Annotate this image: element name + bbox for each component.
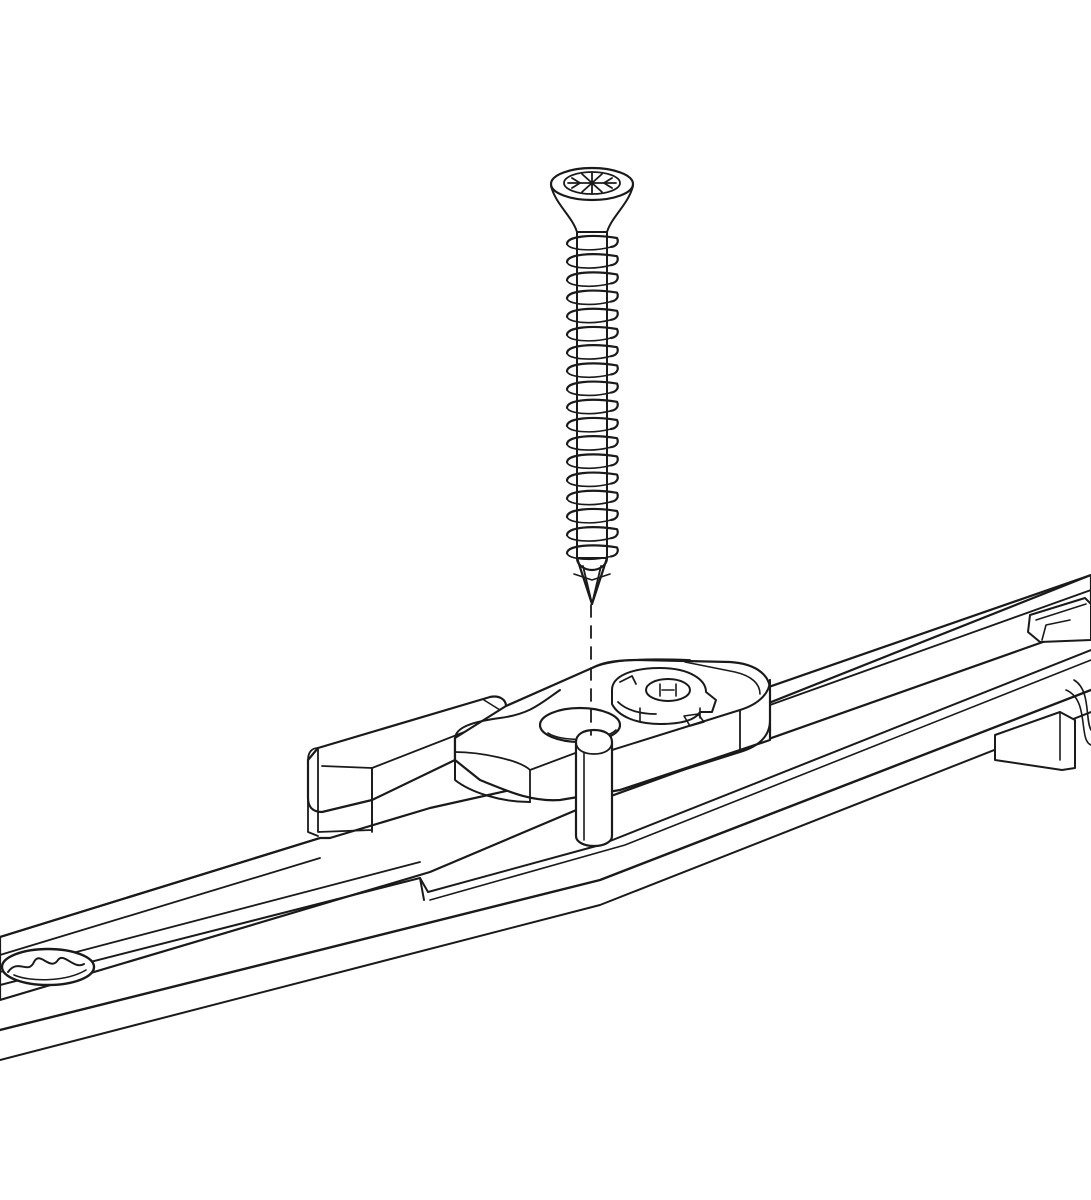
rail-screw-hole: [0, 947, 96, 987]
faceplate-rail: [0, 573, 1091, 1061]
screw-thread-turn: [565, 289, 619, 303]
screw-thread-turn: [565, 362, 619, 376]
rail-top-edge-right: [758, 573, 1091, 692]
screw-thread-underside: [566, 297, 612, 306]
screw-thread-turn: [565, 344, 619, 358]
screw-thread-underside: [566, 370, 612, 379]
screw-thread-underside: [566, 407, 612, 415]
rail-step-vertical: [419, 877, 425, 901]
screw-thread-underside: [566, 479, 612, 488]
screw-thread-underside: [566, 425, 612, 433]
screw-thread-underside: [566, 334, 612, 342]
screw-thread-turn: [565, 380, 619, 394]
keep-post: [574, 728, 614, 848]
rail-top-edge: [0, 836, 322, 939]
rail-step: [0, 649, 1091, 986]
rail-groove: [429, 659, 1091, 901]
eccentric-cam: [611, 667, 717, 727]
screw-thread-turn: [565, 507, 619, 522]
screw-thread-underside: [566, 498, 612, 506]
rail-inner-line-upper: [0, 857, 321, 956]
pozidriv-recess-icon: [563, 171, 621, 195]
screw-thread-turn: [565, 435, 619, 449]
screw-thread-underside: [566, 243, 612, 251]
screw-threads: [565, 234, 619, 561]
rail-bottom-edge: [0, 688, 1091, 1032]
screw-thread-turn: [565, 234, 619, 249]
screw-thread-turn: [565, 471, 619, 485]
screw-thread-underside: [566, 316, 612, 324]
screw-thread-turn: [565, 271, 619, 285]
screw-thread-turn: [565, 307, 619, 321]
locking-keep: [306, 658, 772, 848]
screw-thread-underside: [566, 279, 612, 288]
rail-bracket: [994, 679, 1091, 771]
screw-thread-underside: [566, 352, 612, 360]
rail-bottom-edge-2: [0, 711, 1091, 1061]
screw-thread-turn: [565, 253, 619, 267]
screw-thread-turn: [565, 453, 619, 467]
screw-thread-turn: [565, 325, 619, 340]
screw-thread-underside: [566, 461, 612, 470]
screw-thread-turn: [565, 526, 619, 540]
screw-thread-turn: [565, 398, 619, 412]
screw-thread-underside: [566, 534, 612, 542]
screw-tip: [575, 556, 609, 606]
screw-thread-turn: [565, 416, 619, 431]
screw-thread-underside: [566, 388, 612, 397]
wood-screw: [549, 166, 635, 606]
screw-thread-underside: [566, 261, 612, 269]
screw-thread-underside: [566, 516, 612, 524]
rail-clip: [1027, 597, 1091, 643]
screw-thread-turn: [565, 489, 619, 503]
screw-thread-underside: [566, 443, 612, 451]
rail-inner-line-right: [769, 589, 1091, 706]
screw-thread-turn: [565, 544, 619, 558]
